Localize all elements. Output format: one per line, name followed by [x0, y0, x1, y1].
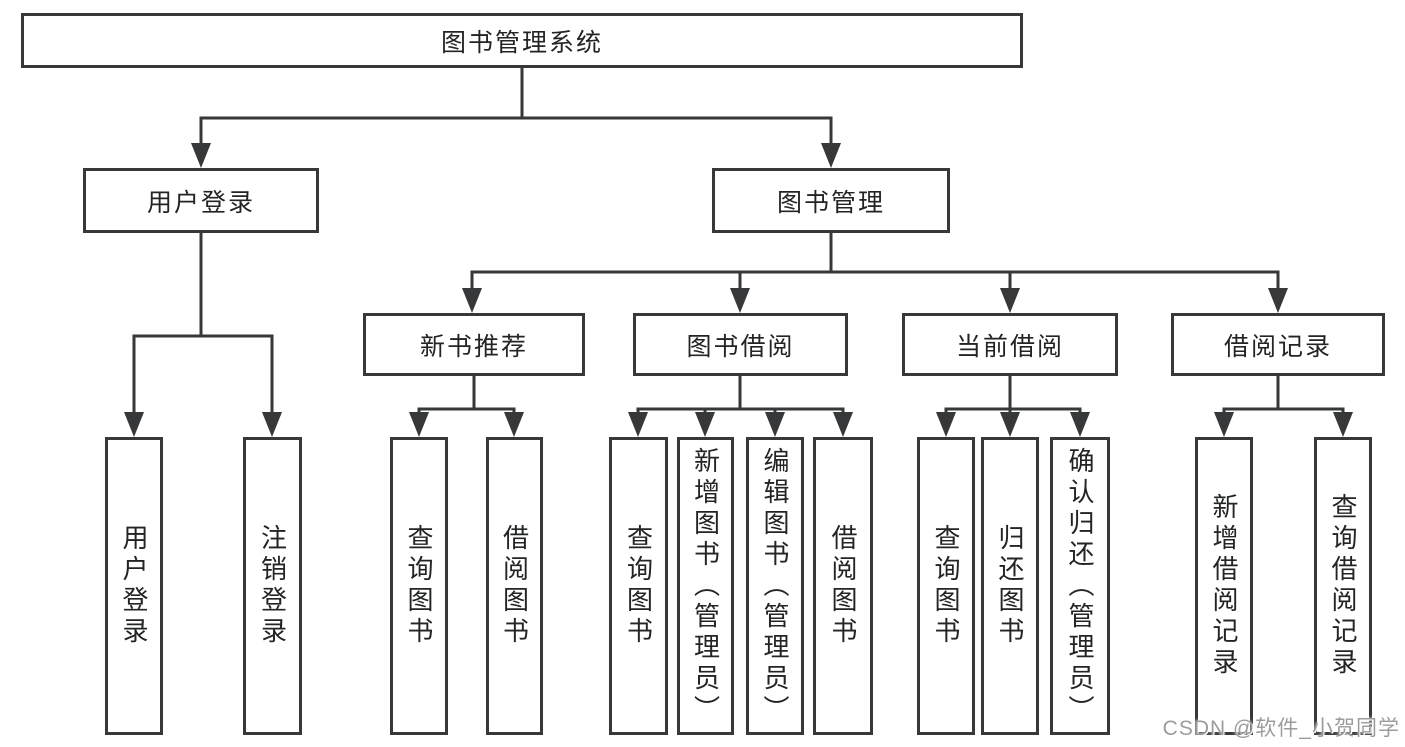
leaf-query-borrow-record: 查询借阅记录: [1314, 437, 1372, 735]
leaf-add-borrow-record: 新增借阅记录: [1195, 437, 1253, 735]
connector-book-borrowing-to-leaves: [628, 374, 853, 437]
connector-user-login-to-leaves: [124, 231, 282, 437]
leaf-query-books-1: 查询图书: [390, 437, 448, 735]
connector-root-to-level2: [191, 66, 841, 168]
leaf-borrow-books-1: 借阅图书: [486, 437, 543, 735]
node-new-book-recommendation: 新书推荐: [363, 313, 585, 376]
node-current-borrowing: 当前借阅: [902, 313, 1118, 376]
node-book-borrowing: 图书借阅: [633, 313, 848, 376]
node-borrowing-records: 借阅记录: [1171, 313, 1385, 376]
connector-book-management-to-level3: [462, 231, 1288, 313]
node-library-management-system: 图书管理系统: [21, 13, 1023, 68]
leaf-user-login: 用户登录: [105, 437, 163, 735]
node-book-management: 图书管理: [712, 168, 950, 233]
leaf-return-books: 归还图书: [981, 437, 1039, 735]
leaf-borrow-books-2: 借阅图书: [813, 437, 873, 735]
connector-new-book-recommendation-to-leaves: [409, 374, 524, 437]
leaf-query-books-2: 查询图书: [609, 437, 668, 735]
watermark: CSDN @软件_小贺同学: [1162, 717, 1400, 740]
leaf-edit-book-admin: 编辑图书（管理员）: [746, 437, 804, 735]
leaf-add-book-admin: 新增图书（管理员）: [677, 437, 734, 735]
connector-borrowing-records-to-leaves: [1214, 374, 1353, 437]
node-user-login: 用户登录: [83, 168, 319, 233]
leaf-confirm-return-admin: 确认归还（管理员）: [1050, 437, 1110, 735]
leaf-query-books-3: 查询图书: [917, 437, 975, 735]
leaf-logout: 注销登录: [243, 437, 302, 735]
connector-current-borrowing-to-leaves: [936, 374, 1090, 437]
